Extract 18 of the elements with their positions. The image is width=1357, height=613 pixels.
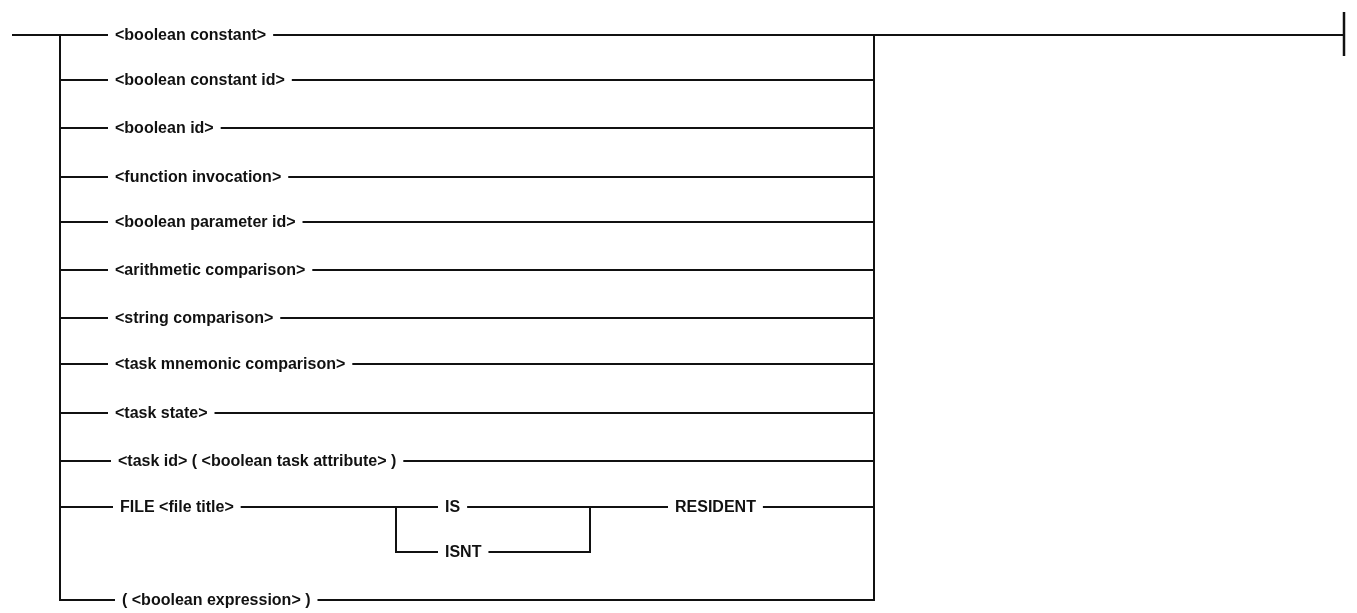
syntax-term: <task mnemonic comparison> <box>115 354 346 374</box>
syntax-term: <boolean id> <box>115 118 214 138</box>
syntax-term: ( <boolean expression> ) <box>122 590 311 610</box>
syntax-term: <string comparison> <box>115 308 274 328</box>
syntax-term: IS <box>445 497 461 517</box>
railroad-line <box>11 34 116 601</box>
railroad-line <box>239 506 439 553</box>
syntax-term: <arithmetic comparison> <box>115 260 306 280</box>
syntax-term: <boolean constant> <box>115 25 267 45</box>
syntax-term: ISNT <box>445 542 482 562</box>
syntax-term: <function invocation> <box>115 167 282 187</box>
syntax-term: <task id> ( <boolean task attribute> ) <box>118 451 397 471</box>
syntax-term: RESIDENT <box>675 497 756 517</box>
syntax-term: <task state> <box>115 403 208 423</box>
syntax-term: <boolean parameter id> <box>115 212 296 232</box>
railroad-line <box>487 506 669 553</box>
syntax-term: FILE <file title> <box>120 497 234 517</box>
syntax-term: <boolean constant id> <box>115 70 285 90</box>
